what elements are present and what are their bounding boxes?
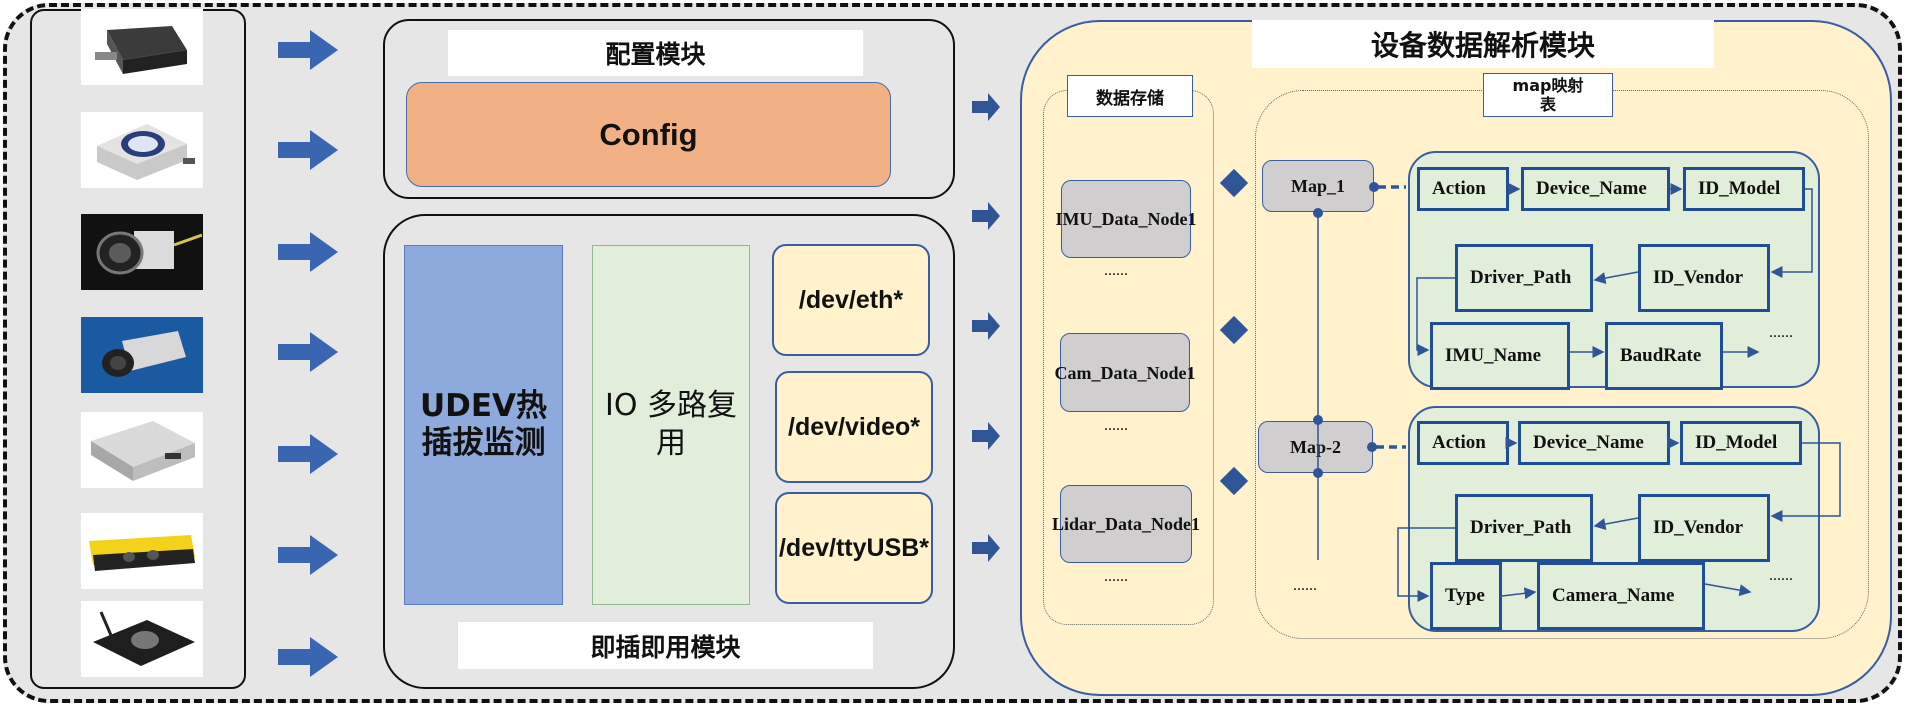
map1-id-vendor-field: ID_Vendor <box>1638 244 1770 312</box>
dev-video-box: /dev/video* <box>775 371 933 483</box>
storage-ellipsis-1: ...... <box>1104 262 1128 279</box>
map2-fields-ellipsis: ...... <box>1769 567 1793 584</box>
imu-data-node: IMU_Data_Node1 <box>1056 180 1197 258</box>
lidar-board-image <box>81 601 203 677</box>
map2-device-name-field: Device_Name <box>1518 421 1670 465</box>
map2-camera-name-field: Camera_Name <box>1537 562 1705 630</box>
input-arrow-1 <box>278 30 338 70</box>
map2-type-field: Type <box>1430 562 1502 630</box>
input-arrow-6 <box>278 535 338 575</box>
map1-driver-path-field: Driver_Path <box>1455 244 1593 312</box>
input-arrow-3 <box>278 232 338 272</box>
input-arrow-5 <box>278 434 338 474</box>
parse-arrow-4 <box>972 422 1000 450</box>
map1-imu-name-field: IMU_Name <box>1430 322 1570 390</box>
map-ellipsis: ...... <box>1293 577 1317 594</box>
lidar-data-node: Lidar_Data_Node1 <box>1052 485 1200 563</box>
dev-eth-box: /dev/eth* <box>772 244 930 356</box>
device-box-image <box>81 9 203 85</box>
yellow-depth-camera-image <box>81 513 203 589</box>
map-table-label: map映射表 <box>1483 73 1613 117</box>
parse-arrow-1 <box>972 93 1000 121</box>
imu-sensor-image <box>81 112 203 188</box>
map2-action-field: Action <box>1417 421 1509 465</box>
input-arrow-2 <box>278 130 338 170</box>
dev-ttyusb-box: /dev/ttyUSB* <box>775 492 933 604</box>
map-1-node: Map_1 <box>1262 160 1374 212</box>
map1-baudrate-field: BaudRate <box>1605 322 1723 390</box>
config-block: Config <box>406 82 891 187</box>
io-multiplexing-block: IO 多路复用 <box>592 245 750 605</box>
cam-data-node: Cam_Data_Node1 <box>1055 333 1196 412</box>
input-arrow-4 <box>278 332 338 372</box>
config-module-title: 配置模块 <box>448 30 863 76</box>
storage-ellipsis-3: ...... <box>1104 568 1128 585</box>
map1-action-field: Action <box>1417 167 1509 211</box>
storage-ellipsis-2: ...... <box>1104 417 1128 434</box>
map1-fields-ellipsis: ...... <box>1769 324 1793 341</box>
udev-hotplug-block: UDEV热插拔监测 <box>404 245 563 605</box>
data-storage-label: 数据存储 <box>1067 75 1193 117</box>
input-arrow-7 <box>278 637 338 677</box>
parsing-module-title: 设备数据解析模块 <box>1252 20 1714 68</box>
silver-module-image <box>81 412 203 488</box>
industrial-camera-image <box>81 214 203 290</box>
map-2-node: Map-2 <box>1258 421 1373 473</box>
plug-module-title: 即插即用模块 <box>458 622 873 669</box>
blue-camera-image <box>81 317 203 393</box>
map2-id-vendor-field: ID_Vendor <box>1638 494 1770 562</box>
parse-arrow-3 <box>972 312 1000 340</box>
map2-driver-path-field: Driver_Path <box>1455 494 1593 562</box>
parse-arrow-2 <box>972 202 1000 230</box>
map1-device-name-field: Device_Name <box>1521 167 1670 211</box>
map2-id-model-field: ID_Model <box>1680 421 1802 465</box>
map1-id-model-field: ID_Model <box>1683 167 1805 211</box>
parse-arrow-5 <box>972 534 1000 562</box>
